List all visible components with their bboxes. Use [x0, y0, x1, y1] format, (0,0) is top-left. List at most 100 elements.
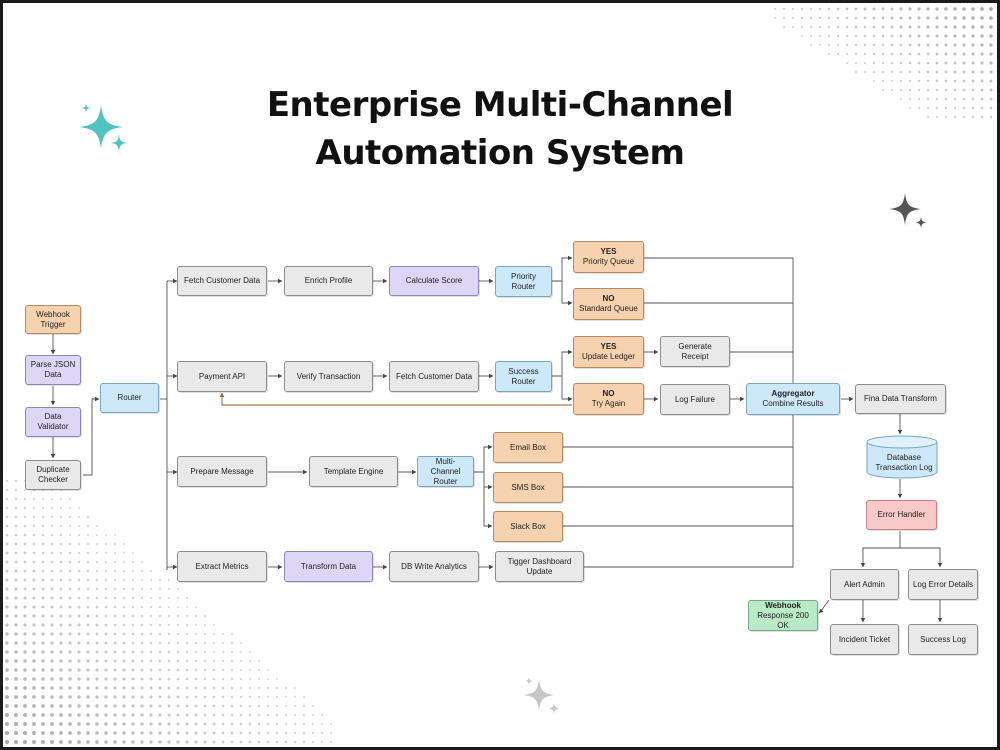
- node-duplicate-checker[interactable]: Duplicate Checker: [25, 460, 81, 490]
- node-standard-queue[interactable]: NO Standard Queue: [573, 288, 644, 320]
- light-sparkle-icon: [523, 677, 560, 714]
- node-fetch-customer-data-1[interactable]: Fetch Customer Data: [177, 266, 267, 296]
- node-slack-box[interactable]: Slack Box: [493, 511, 563, 542]
- node-label: Fetch Customer Data: [395, 371, 473, 381]
- node-final-data-transform[interactable]: Fina Data Transform: [855, 384, 946, 414]
- node-label: Webhook: [36, 309, 70, 319]
- node-tigger-dashboard-update[interactable]: Tigger Dashboard Update: [495, 551, 584, 582]
- edge-priority-no: [561, 281, 573, 306]
- node-calculate-score[interactable]: Calculate Score: [389, 266, 479, 296]
- edge-success-no: [561, 376, 573, 402]
- node-label: Priority: [511, 271, 536, 281]
- node-label: Duplicate: [36, 465, 70, 474]
- node-aggregator[interactable]: Aggregator Combine Results: [746, 383, 840, 415]
- node-database-label: Database Transaction Log: [868, 453, 940, 473]
- node-generate-receipt[interactable]: Generate Receipt: [660, 336, 730, 367]
- node-email-box[interactable]: Email Box: [493, 432, 563, 463]
- node-label: Update: [526, 566, 553, 576]
- node-priority-router[interactable]: Priority Router: [495, 266, 552, 297]
- node-transform-data[interactable]: Transform Data: [284, 551, 373, 582]
- node-multi-channel-router[interactable]: Multi-Channel Router: [417, 456, 474, 487]
- node-db-write-analytics[interactable]: DB Write Analytics: [389, 551, 479, 582]
- node-label: Database: [886, 453, 922, 462]
- node-label: Verify Transaction: [296, 371, 361, 381]
- node-label: Prepare Message: [190, 466, 254, 476]
- node-label: Log Error Details: [912, 579, 974, 589]
- node-sms-box[interactable]: SMS Box: [493, 472, 563, 503]
- edge-tryagain-retry-to-payment: [219, 392, 572, 406]
- gray-sparkle-icon: [889, 193, 927, 228]
- node-template-engine[interactable]: Template Engine: [309, 456, 398, 487]
- node-label: Payment API: [198, 371, 246, 381]
- node-data-validator[interactable]: Data Validator: [25, 407, 81, 437]
- node-label: DB Write Analytics: [401, 561, 467, 571]
- node-verify-transaction[interactable]: Verify Transaction: [284, 361, 373, 392]
- node-label: Email Box: [509, 442, 546, 452]
- node-label: Try Again: [591, 399, 626, 408]
- node-priority-queue[interactable]: YES Priority Queue: [573, 241, 644, 273]
- node-prepare-message[interactable]: Prepare Message: [177, 456, 267, 487]
- node-success-log[interactable]: Success Log: [908, 624, 978, 655]
- node-label: Fetch Customer Data: [183, 276, 261, 285]
- node-label: Router: [117, 393, 142, 402]
- node-label: Priority Queue: [582, 257, 635, 266]
- node-label: Transform Data: [300, 561, 357, 571]
- node-label: Tigger Dashboard: [507, 556, 572, 566]
- node-label: Calculate Score: [405, 276, 463, 285]
- node-label: Data: [44, 370, 62, 379]
- node-error-handler[interactable]: Error Handler: [866, 500, 937, 530]
- node-label: Update Ledger: [582, 352, 635, 361]
- node-router[interactable]: Router: [100, 383, 159, 413]
- edge-error-to-alert: [860, 531, 901, 568]
- node-database-cylinder[interactable]: [865, 435, 941, 481]
- node-try-again[interactable]: NO Try Again: [573, 383, 644, 415]
- node-label: Checker: [38, 475, 68, 484]
- node-label: Trigger: [40, 319, 66, 329]
- node-label: Multi-Channel: [430, 456, 461, 476]
- page-title: Enterprise Multi-Channel Automation Syst…: [3, 81, 997, 177]
- node-label-bold: NO: [602, 294, 615, 303]
- node-label: Router: [511, 281, 536, 291]
- node-label: Router: [433, 476, 458, 486]
- node-fetch-customer-data-2[interactable]: Fetch Customer Data: [389, 361, 479, 392]
- node-label: Router: [511, 376, 536, 386]
- node-label-bold: Webhook: [765, 600, 801, 610]
- node-label: Incident Ticket: [838, 634, 891, 644]
- edge-alert-to-response: [818, 599, 830, 614]
- node-label-bold: Aggregator: [771, 389, 815, 398]
- node-label: Success Log: [920, 634, 966, 644]
- node-label: Success: [508, 366, 539, 376]
- node-log-error-details[interactable]: Log Error Details: [908, 569, 978, 600]
- node-label: Log Failure: [674, 394, 716, 404]
- node-success-router[interactable]: Success Router: [495, 361, 552, 392]
- node-label: Error Handler: [877, 510, 926, 519]
- node-label: Combine Results: [762, 399, 824, 408]
- node-label-bold: YES: [600, 247, 617, 256]
- node-label: Enrich Profile: [304, 276, 353, 285]
- node-incident-ticket[interactable]: Incident Ticket: [830, 624, 899, 655]
- node-label: Template Engine: [323, 466, 384, 476]
- node-extract-metrics[interactable]: Extract Metrics: [177, 551, 267, 582]
- node-label-bold: NO: [602, 389, 615, 398]
- node-webhook-trigger[interactable]: Webhook Trigger: [25, 305, 81, 334]
- node-update-ledger[interactable]: YES Update Ledger: [573, 336, 644, 368]
- connector-layer: [50, 255, 943, 623]
- edge-priority-queue-to-aggregator: [644, 257, 794, 391]
- edge-success-yes: [552, 349, 573, 377]
- edge-priority-yes: [552, 255, 573, 282]
- node-label: SMS Box: [511, 482, 545, 492]
- node-log-failure[interactable]: Log Failure: [660, 384, 730, 415]
- edge-duplicate-to-router: [83, 396, 100, 476]
- node-payment-api[interactable]: Payment API: [177, 361, 267, 392]
- edge-mc-bus: [483, 472, 492, 527]
- node-label: Slack Box: [510, 521, 546, 531]
- node-alert-admin[interactable]: Alert Admin: [830, 569, 899, 600]
- node-enrich-profile[interactable]: Enrich Profile: [284, 266, 373, 296]
- node-parse-json-data[interactable]: Parse JSON Data: [25, 355, 81, 385]
- node-label: Data Validator: [37, 412, 69, 431]
- node-webhook-response[interactable]: Webhook Response 200 OK: [748, 600, 818, 631]
- page-title-line-1: Enterprise Multi-Channel: [266, 85, 734, 125]
- node-label: Parse JSON: [30, 360, 76, 369]
- node-label: Standard Queue: [579, 304, 638, 313]
